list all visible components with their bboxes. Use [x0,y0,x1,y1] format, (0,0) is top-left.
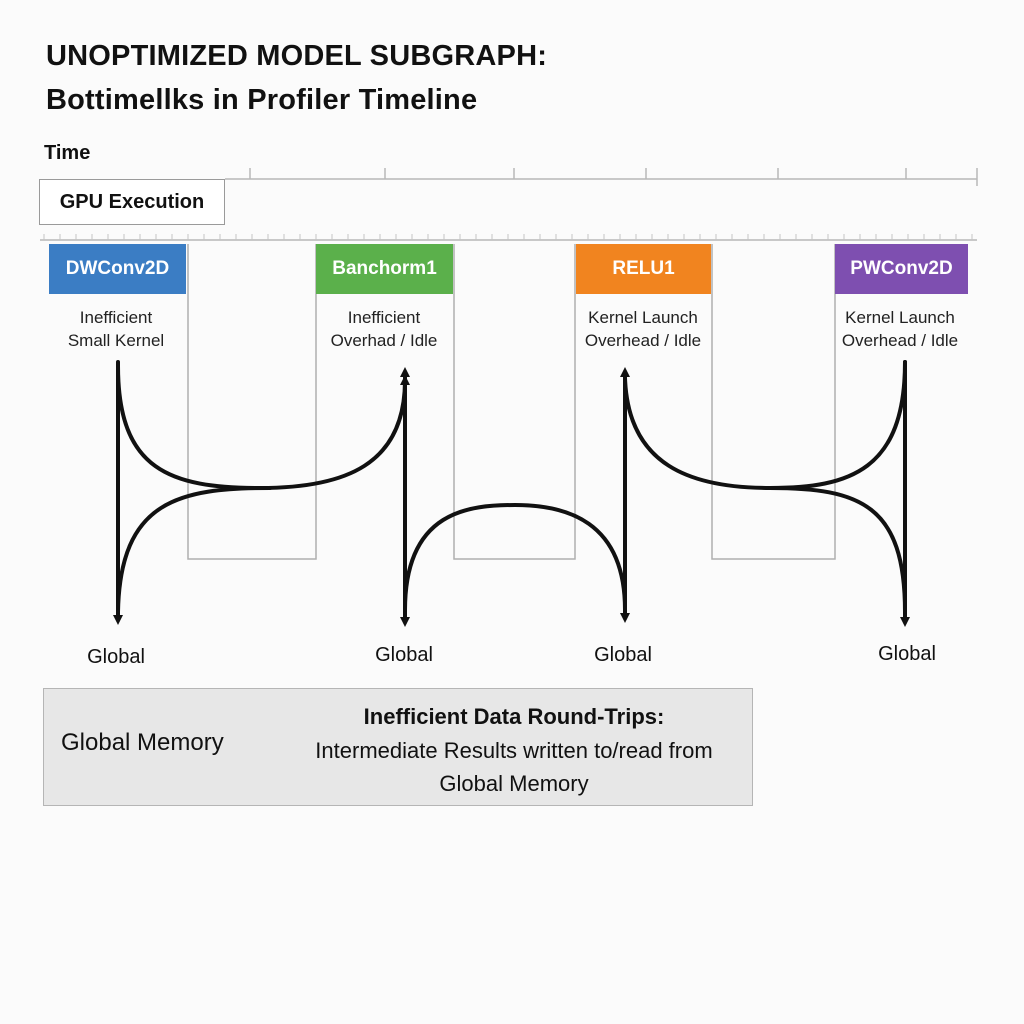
global-memory-label: Global Memory [61,729,224,756]
kernel-note-dwconv2d: Inefficient Small Kernel [46,306,186,352]
note-line: Overhad / Idle [330,331,438,350]
page-title: UNOPTIMIZED MODEL SUBGRAPH: [46,40,548,72]
note-line: Inefficient [79,308,153,327]
curve-relu-pwconv [623,360,907,491]
idle-gap-3 [711,244,836,560]
note-line: Overhead / Idle [841,331,959,350]
kernel-batchnorm: Banchorm1 [316,244,453,294]
kernel-relu: RELU1 [576,244,711,294]
global-memory-panel: Global Memory Inefficient Data Round-Tri… [43,688,753,806]
kernel-note-batchnorm: Inefficient Overhad / Idle [314,306,454,352]
idle-gap-2 [453,244,576,560]
kernel-dwconv2d: DWConv2D [49,244,186,294]
round-trip-arrows [113,360,910,627]
memory-target-label: Global [878,643,936,665]
kernel-pwconv2d: PWConv2D [835,244,968,294]
idle-gap-1 [187,244,317,560]
note-line: Small Kernel [67,331,165,350]
memory-target-label: Global [375,644,433,666]
ruler-minor-ticks [43,234,973,240]
kernel-note-pwconv2d: Kernel Launch Overhead / Idle [829,306,971,352]
memory-target-label: Global [87,646,145,668]
note-line: Kernel Launch [588,308,698,327]
idle-gaps [187,244,836,560]
memory-target-label: Global [594,644,652,666]
curve-dwconv-upper [116,364,410,491]
gpu-execution-lane-label: GPU Execution [39,179,225,225]
curve-batchnorm-relu [403,502,627,612]
note-line: Overhead / Idle [584,331,702,350]
page-subtitle: Bottimellks in Profiler Timeline [46,84,478,116]
time-axis-label: Time [44,142,91,164]
description-line: Intermediate Results written to/read fro… [315,738,713,763]
note-line: Inefficient [347,308,421,327]
round-trips-heading: Inefficient Data Round-Trips: [363,704,665,729]
round-trips-description: Intermediate Results written to/read fro… [274,734,754,800]
note-line: Kernel Launch [845,308,955,327]
kernel-note-relu: Kernel Launch Overhead / Idle [572,306,714,352]
curve-pwconv-lower [768,486,907,614]
description-line: Global Memory [439,771,589,796]
curve-dwconv-lower [116,486,272,614]
